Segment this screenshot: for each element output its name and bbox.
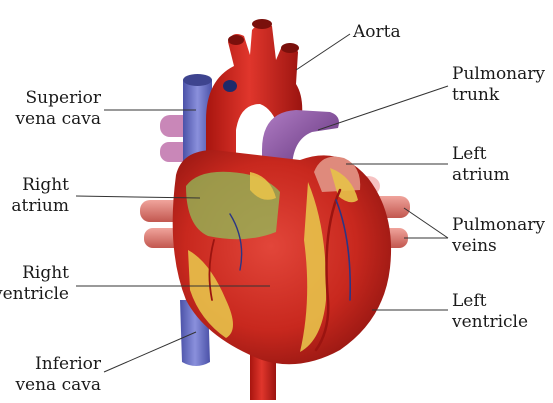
leader-pulmonary-veins-1 xyxy=(404,208,448,238)
label-left-atrium: Left atrium xyxy=(452,144,510,186)
leader-pulmonary-trunk xyxy=(318,86,448,130)
label-aorta: Aorta xyxy=(353,22,401,43)
label-pulmonary-trunk: Pulmonary trunk xyxy=(452,64,545,106)
leader-aorta xyxy=(296,34,350,70)
label-left-ventricle: Left ventricle xyxy=(452,291,528,333)
label-right-atrium: Right atrium xyxy=(0,175,69,217)
label-inferior-vena-cava: Inferior vena cava xyxy=(0,354,101,396)
label-pulmonary-veins: Pulmonary veins xyxy=(452,215,545,257)
label-superior-vena-cava: Superior vena cava xyxy=(0,88,101,130)
label-right-ventricle: Right ventricle xyxy=(0,263,69,305)
